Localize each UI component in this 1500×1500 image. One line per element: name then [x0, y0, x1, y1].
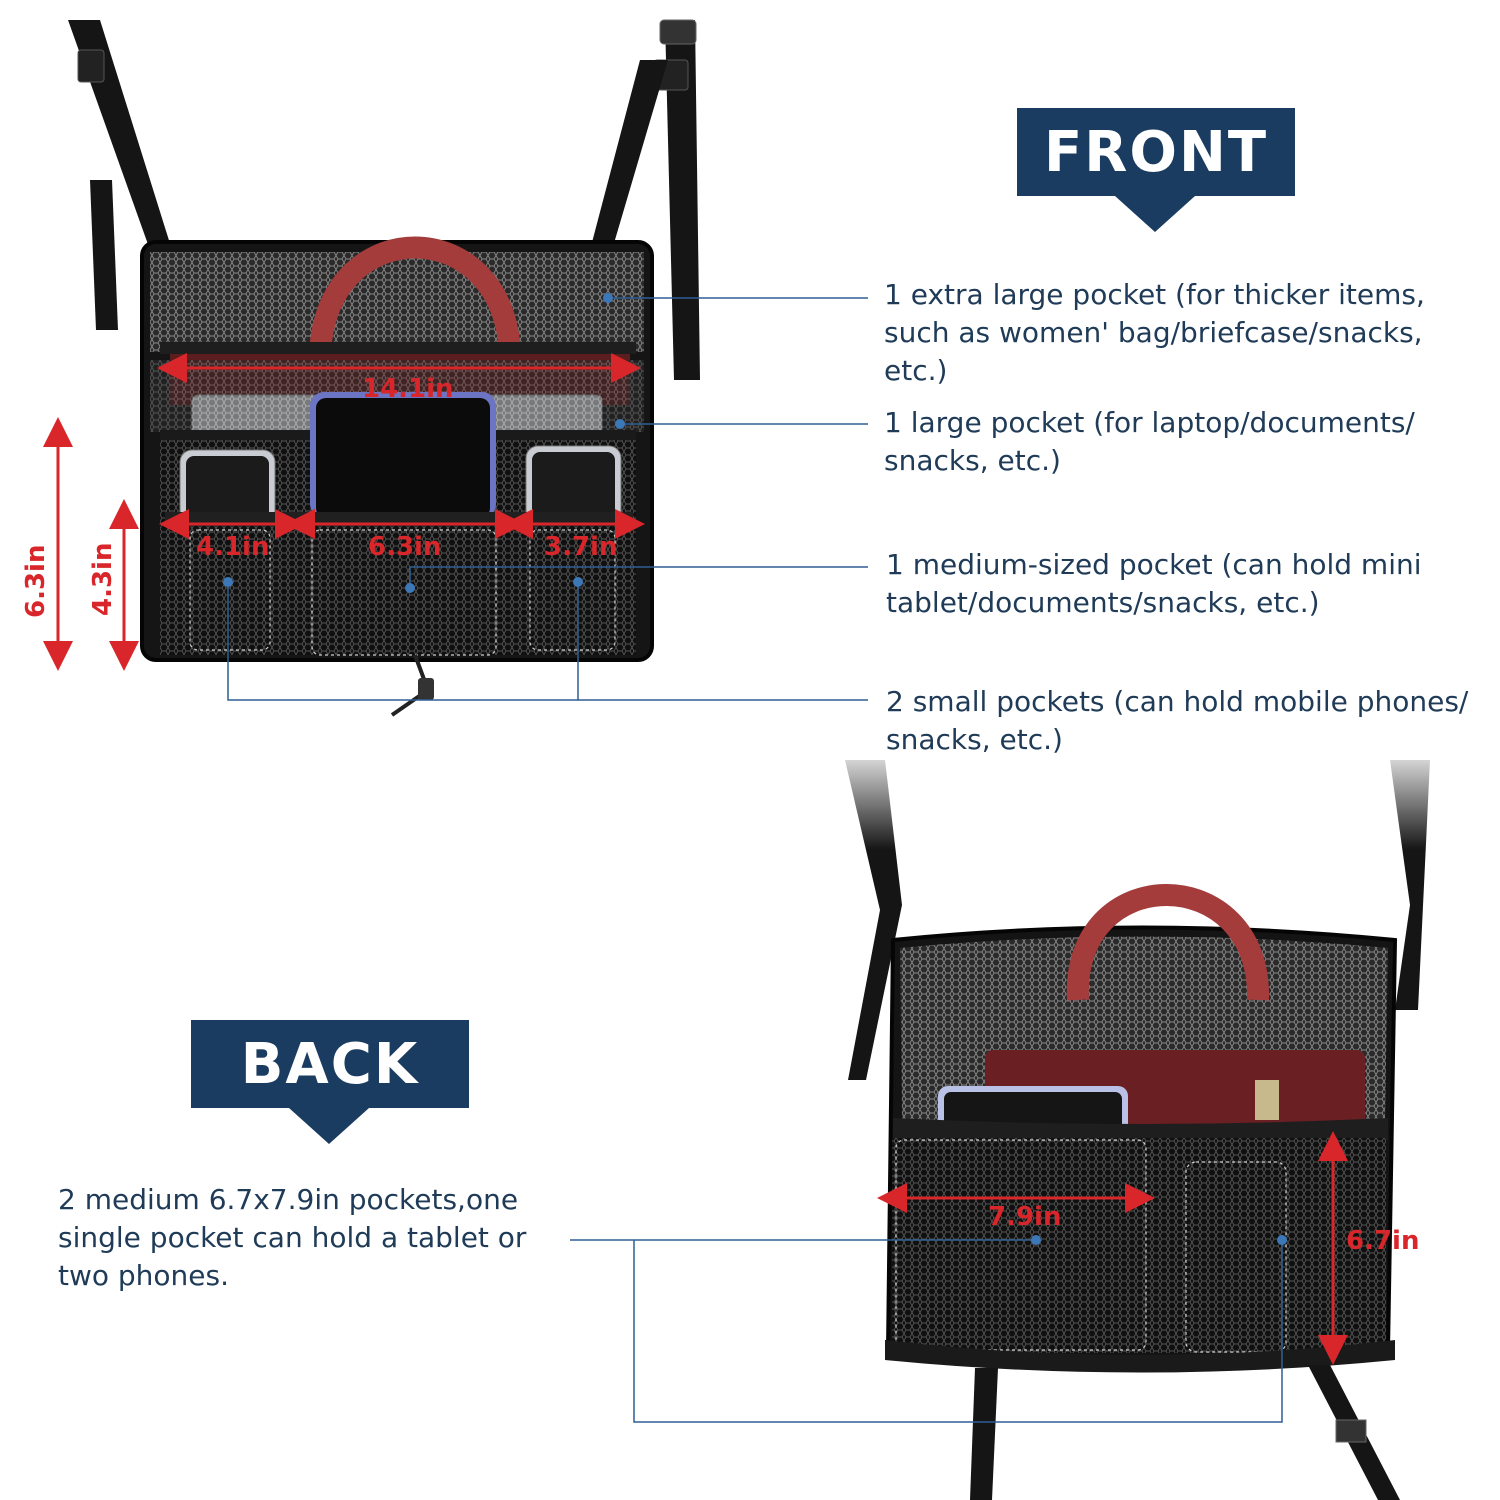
back-banner: BACK: [191, 1020, 469, 1108]
dimension-pocket-right: 3.7in: [544, 532, 618, 562]
front-leader-lines: [227, 297, 868, 701]
callout-large-pocket: 1 large pocket (for laptop/documents/ sn…: [884, 406, 1415, 477]
front-banner: FRONT: [1017, 108, 1295, 196]
back-leader-lines: [570, 1239, 1283, 1423]
back-banner-label: BACK: [240, 1031, 420, 1097]
dimension-height-total: 6.3in: [21, 544, 51, 618]
dimension-pocket-middle: 6.3in: [368, 532, 442, 562]
dimension-height-pocket: 4.3in: [88, 542, 118, 616]
back-dimension-arrows: [877, 1131, 1348, 1365]
dimension-width-total: 14.1in: [362, 374, 454, 404]
callout-back-pockets: 2 medium 6.7x7.9in pockets,one single po…: [58, 1183, 527, 1292]
dimension-pocket-left: 4.1in: [196, 532, 270, 562]
back-bag-illustration: [840, 740, 1450, 1500]
front-leader-dots: [223, 293, 625, 593]
back-leader-dots: [1031, 1235, 1287, 1245]
dimension-back-height: 6.7in: [1346, 1226, 1420, 1256]
front-banner-shape: [1017, 108, 1295, 232]
front-banner-label: FRONT: [1043, 119, 1269, 185]
callout-extra-large-pocket: 1 extra large pocket (for thicker items,…: [884, 278, 1425, 387]
front-dimension-arrows: [43, 353, 645, 671]
dimension-back-width: 7.9in: [988, 1202, 1062, 1232]
back-banner-shape: [191, 1020, 469, 1144]
callout-medium-pocket: 1 medium-sized pocket (can hold mini tab…: [886, 548, 1422, 619]
callout-small-pockets: 2 small pockets (can hold mobile phones/…: [886, 685, 1469, 756]
